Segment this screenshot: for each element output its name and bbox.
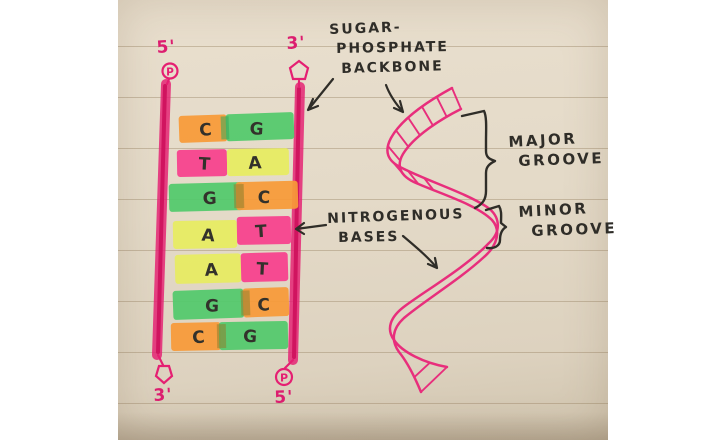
- major-groove-bracket: [460, 109, 497, 210]
- base-letter-left: A: [204, 260, 219, 281]
- phosphate-circle-top-left: [161, 62, 179, 80]
- tile-overlap-smudge: [220, 116, 230, 140]
- ink-annotations: [294, 77, 508, 270]
- base-tile-right: [240, 252, 289, 283]
- bases-label-line2: BASES: [338, 228, 400, 246]
- base-letter-right: T: [256, 259, 269, 280]
- three-prime-bottom-left-label: 3': [153, 385, 174, 406]
- base-tile-left: [172, 288, 245, 320]
- helix-rung: [386, 145, 402, 162]
- phosphate-circle-bottom-right: [274, 367, 294, 387]
- minor-groove-label-line1: MINOR: [518, 199, 589, 221]
- phosphate-p-bottom: P: [280, 372, 288, 385]
- base-letter-right: A: [248, 153, 263, 174]
- backbone-label-line3: BACKBONE: [341, 58, 444, 77]
- helix-rung: [391, 161, 406, 177]
- base-letter-left: G: [202, 189, 217, 209]
- base-letter-right: G: [242, 327, 257, 348]
- tile-overlap-smudge: [233, 184, 245, 209]
- base-tile-right: [242, 287, 290, 318]
- double-helix: [386, 86, 499, 394]
- helix-rungs: [386, 87, 462, 393]
- helix-rung: [407, 116, 421, 137]
- major-groove-label-line2: GROOVE: [518, 149, 605, 170]
- arrow-backbone-to-helix: [384, 83, 405, 114]
- base-tile-left: [178, 114, 228, 143]
- base-letter-left: T: [198, 154, 211, 175]
- sugar-pentagon-top-right: [288, 59, 310, 81]
- helix-strand-back: [392, 107, 499, 394]
- base-letter-right: C: [257, 295, 270, 315]
- helix-rung: [407, 169, 420, 185]
- base-tile-left: [176, 149, 228, 177]
- base-tile-right: [236, 215, 292, 245]
- base-letter-left: C: [192, 328, 206, 349]
- base-tile-left: [168, 182, 244, 212]
- base-letter-right: G: [249, 119, 264, 140]
- phosphate-p-top: P: [166, 67, 174, 79]
- base-tile-left: [172, 219, 238, 249]
- backbone-label-line1: SUGAR-: [329, 19, 402, 38]
- arrow-backbone-to-ladder: [306, 77, 335, 112]
- five-prime-bottom-right-label: 5': [274, 387, 294, 408]
- helix-strand-front: [386, 86, 499, 369]
- base-tile-right: [226, 148, 290, 177]
- stem: [283, 358, 295, 370]
- base-tile-left: [174, 253, 242, 284]
- left-backbone-core: [156, 84, 167, 354]
- minor-groove-bracket: [484, 204, 508, 250]
- tile-overlap-smudge: [240, 290, 251, 316]
- base-letter-right: T: [255, 222, 268, 243]
- base-letter-left: C: [199, 120, 213, 141]
- base-tile-right: [225, 112, 295, 142]
- helix-rung: [421, 105, 434, 127]
- base-letter-right: C: [257, 188, 270, 208]
- major-groove-label-line1: MAJOR: [508, 129, 578, 151]
- arrow-bases-to-ladder: [294, 221, 328, 236]
- helix-rung: [435, 95, 448, 118]
- five-prime-top-left-label: 5': [156, 36, 177, 58]
- sugar-pentagon-bottom-left: [154, 364, 174, 385]
- base-letter-left: G: [205, 296, 220, 316]
- right-backbone-core: [292, 87, 301, 359]
- stem: [156, 353, 165, 367]
- tile-overlap-smudge: [216, 324, 227, 349]
- minor-groove-label-line2: GROOVE: [531, 219, 618, 240]
- arrow-bases-to-helix: [401, 234, 439, 270]
- helix-rung: [451, 87, 462, 110]
- base-letter-left: A: [201, 226, 216, 247]
- stem: [165, 77, 171, 86]
- helix-rung: [413, 361, 431, 379]
- three-prime-top-right-label: 3': [286, 33, 307, 54]
- backbone-label-line2: PHOSPHATE: [336, 39, 450, 57]
- notebook-paper: [118, 0, 608, 440]
- base-tile-right: [235, 180, 299, 211]
- helix-rung: [395, 129, 410, 148]
- helix-rung: [420, 366, 448, 393]
- base-tile-left: [170, 322, 222, 351]
- base-tile-right: [218, 321, 289, 351]
- helix-rung: [423, 177, 435, 192]
